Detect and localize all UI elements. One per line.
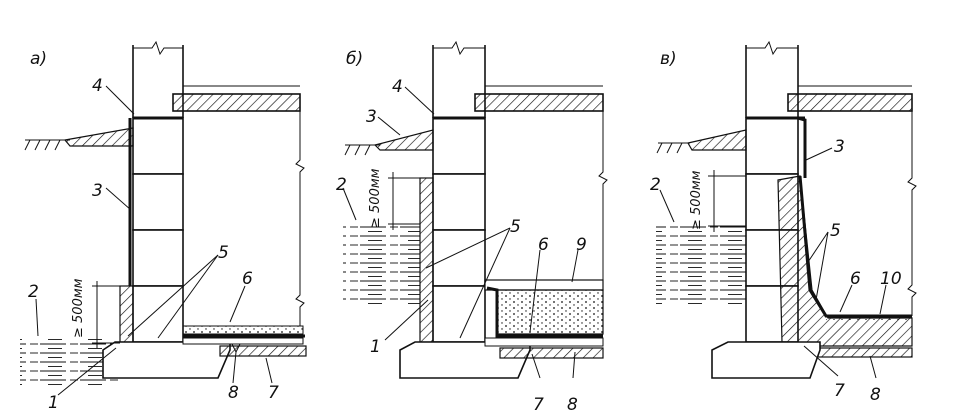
- blind-area: [63, 127, 134, 147]
- diagram-b: ≥ 500мм б) 4 3 2 5 6 9 1 7 8: [336, 40, 608, 415]
- blind-area: [687, 129, 747, 151]
- foundation-pad: [711, 341, 821, 379]
- callout-1: 1: [370, 337, 381, 357]
- diagram-a: ≥ 500мм а) 4 3 5 6 2 1 8 7: [20, 40, 307, 413]
- callout-7: 7: [834, 381, 845, 401]
- loading-layer: [496, 289, 604, 335]
- foundation-pad: [399, 341, 531, 379]
- callout-8: 8: [870, 385, 881, 405]
- groundwater: [656, 226, 746, 304]
- dimension-label: ≥ 500мм: [71, 278, 86, 338]
- floor-slab: [787, 93, 913, 112]
- callout-6: 6: [538, 235, 549, 255]
- variant-label: в): [660, 49, 677, 69]
- floor-slab: [474, 93, 604, 112]
- callout-9: 9: [576, 235, 587, 255]
- callout-8: 8: [567, 395, 578, 415]
- callout-2: 2: [336, 175, 347, 195]
- variant-label: б): [346, 49, 363, 69]
- diagram-c: ≥ 500мм в) 3 2 5 6 10 7 8: [650, 40, 917, 405]
- variant-label: а): [30, 49, 47, 69]
- callout-3: 3: [366, 107, 377, 127]
- blind-area: [373, 129, 434, 151]
- callout-5: 5: [510, 217, 521, 237]
- callout-5: 5: [218, 243, 229, 263]
- wall-blocks: [432, 117, 486, 343]
- callout-8: 8: [228, 383, 239, 403]
- callout-4: 4: [92, 76, 103, 96]
- dimension-label: ≥ 500мм: [689, 170, 704, 230]
- callout-2: 2: [650, 175, 661, 195]
- outer-waterproofing: [419, 177, 434, 343]
- callout-7: 7: [533, 395, 544, 415]
- callout-5: 5: [830, 221, 841, 241]
- foundation-pad: [102, 341, 231, 379]
- callout-3: 3: [834, 137, 845, 157]
- callout-1: 1: [48, 393, 59, 413]
- callout-3: 3: [92, 181, 103, 201]
- callout-6: 6: [850, 269, 861, 289]
- callout-10: 10: [880, 269, 902, 289]
- wall-blocks: [132, 117, 184, 343]
- callout-4: 4: [392, 77, 403, 97]
- callout-2: 2: [28, 282, 39, 302]
- inner-concrete-lining: [777, 175, 913, 347]
- dimension-label: ≥ 500мм: [368, 168, 383, 228]
- floor-slab: [172, 93, 301, 112]
- callout-6: 6: [242, 269, 253, 289]
- groundwater: [343, 224, 420, 304]
- callout-7: 7: [268, 383, 279, 403]
